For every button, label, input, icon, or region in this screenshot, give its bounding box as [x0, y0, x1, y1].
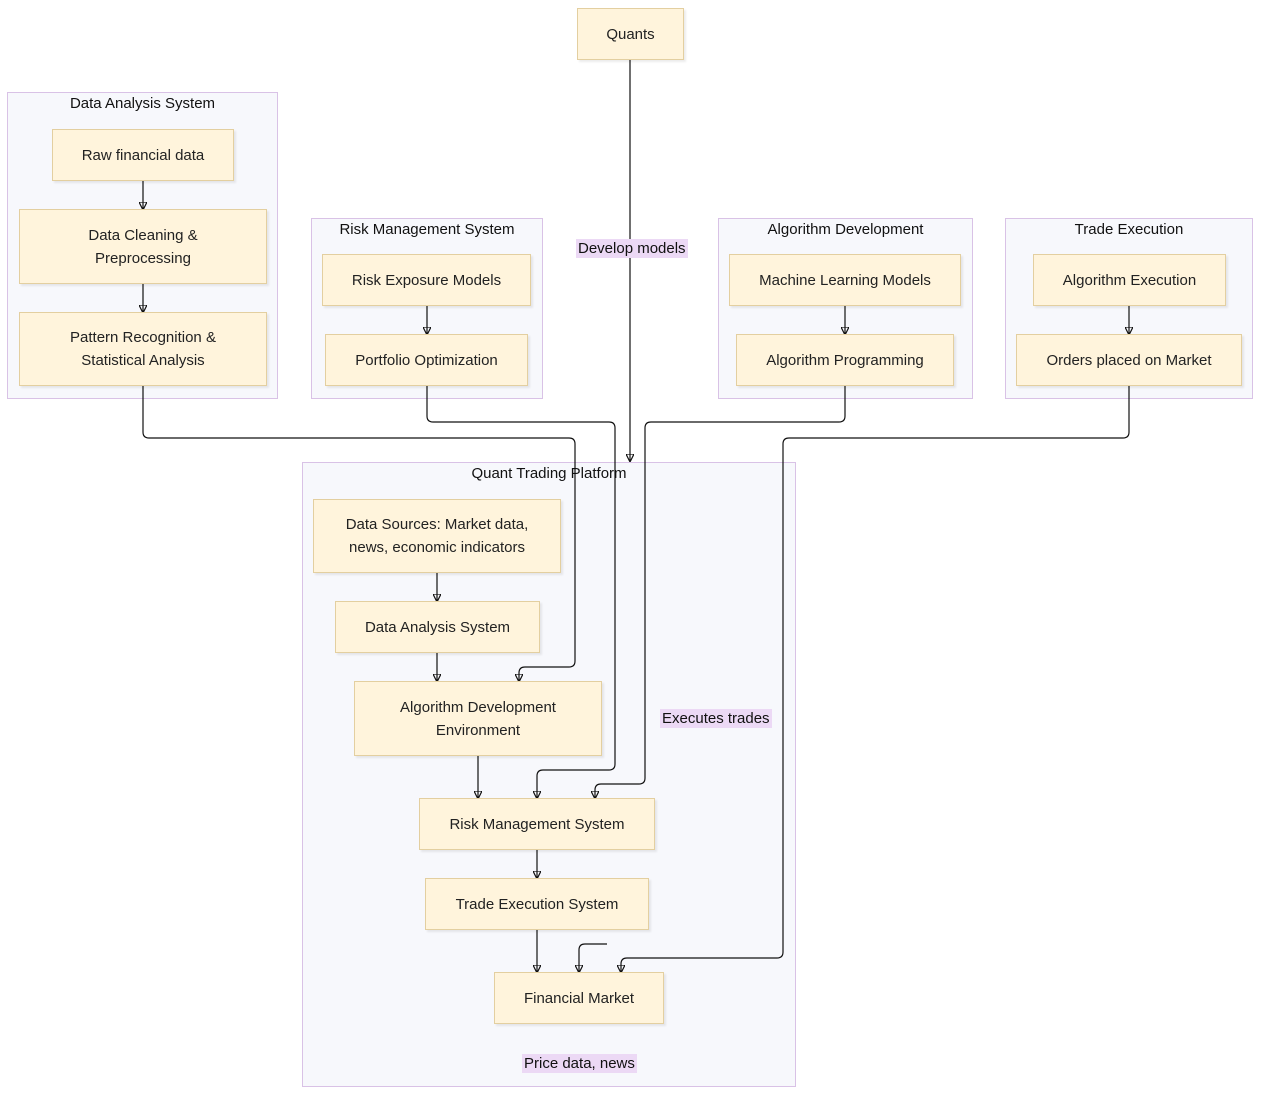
- node-algorithm-execution: Algorithm Execution: [1033, 254, 1226, 306]
- edge-label-executes-trades: Executes trades: [660, 709, 772, 728]
- node-trade-execution-system: Trade Execution System: [425, 878, 649, 930]
- node-data-sources: Data Sources: Market data, news, economi…: [313, 499, 561, 573]
- node-quants: Quants: [577, 8, 684, 60]
- cluster-title: Quant Trading Platform: [471, 465, 627, 482]
- edge-label-develop-models: Develop models: [576, 239, 688, 258]
- cluster-title: Algorithm Development: [767, 221, 924, 238]
- cluster-title: Risk Management System: [339, 221, 515, 238]
- node-risk-exposure-models: Risk Exposure Models: [322, 254, 531, 306]
- node-pattern-recognition: Pattern Recognition & Statistical Analys…: [19, 312, 267, 386]
- edge-label-price-data-news: Price data, news: [522, 1054, 637, 1073]
- node-algorithm-development-environment: Algorithm Development Environment: [354, 681, 602, 756]
- node-machine-learning-models: Machine Learning Models: [729, 254, 961, 306]
- cluster-title: Data Analysis System: [69, 95, 216, 112]
- node-data-cleaning: Data Cleaning & Preprocessing: [19, 209, 267, 284]
- node-orders-placed-on-market: Orders placed on Market: [1016, 334, 1242, 386]
- cluster-title: Trade Execution: [1074, 221, 1184, 238]
- node-financial-market: Financial Market: [494, 972, 664, 1024]
- node-raw-financial-data: Raw financial data: [52, 129, 234, 181]
- node-platform-risk-management-system: Risk Management System: [419, 798, 655, 850]
- node-algorithm-programming: Algorithm Programming: [736, 334, 954, 386]
- node-portfolio-optimization: Portfolio Optimization: [325, 334, 528, 386]
- node-platform-data-analysis-system: Data Analysis System: [335, 601, 540, 653]
